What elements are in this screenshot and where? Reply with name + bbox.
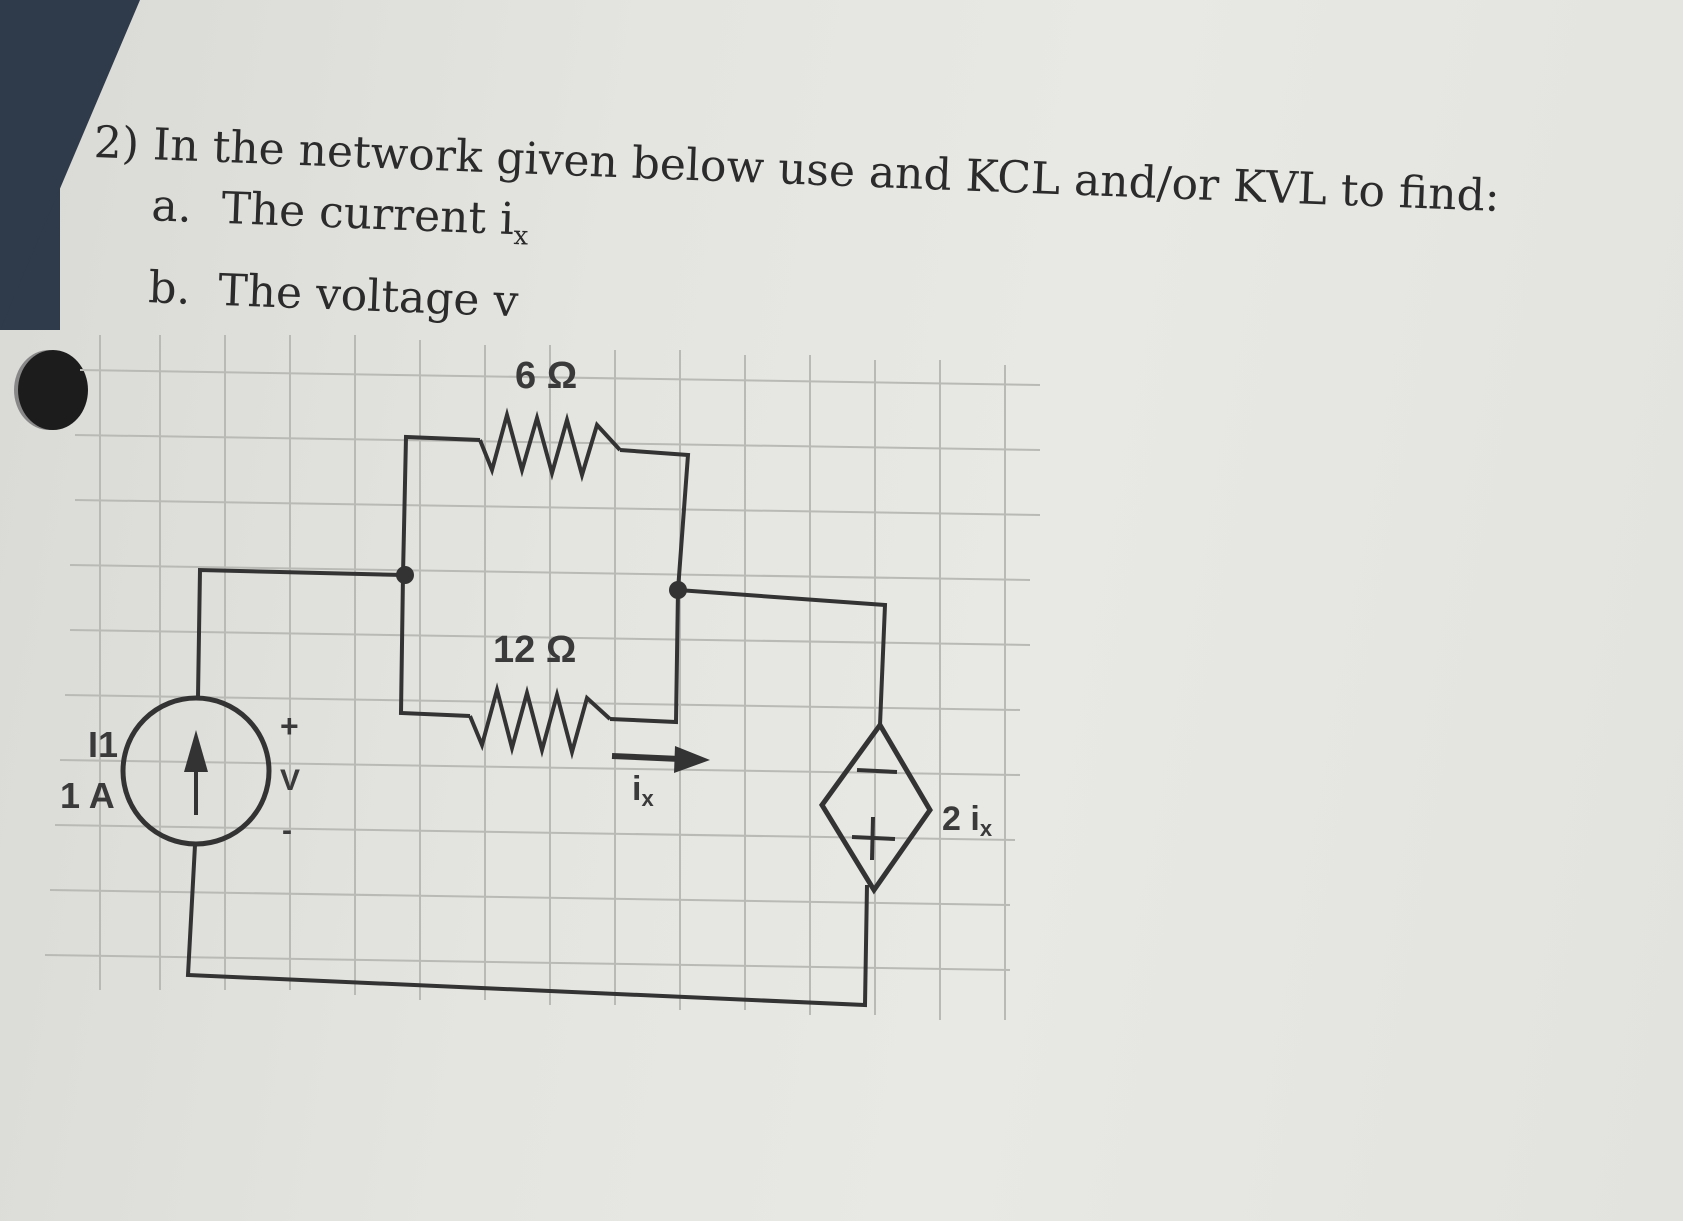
ix-label: ix: [632, 770, 654, 811]
dark-background-edge: [0, 0, 140, 330]
current-source: [120, 695, 272, 847]
dependent-source-label: 2 ix: [942, 800, 993, 841]
source-name: I1: [88, 724, 118, 765]
node-right: [669, 581, 687, 599]
plus-sign-v: [870, 816, 875, 861]
binder-hole: [18, 350, 88, 430]
arrow-right-icon: [674, 746, 710, 773]
wires: [185, 434, 888, 1008]
dependent-voltage-source: [818, 720, 933, 895]
resistor-6-ohm: [478, 407, 622, 483]
resistor-12-ohm: [468, 682, 612, 760]
voltage-minus: -: [282, 814, 292, 847]
source-value: 1 A: [60, 775, 115, 816]
voltage-label: V: [280, 764, 300, 797]
node-left: [396, 566, 414, 584]
current-arrow: [611, 746, 710, 773]
grid: [44, 335, 1041, 1020]
arrow-up-icon: [184, 730, 208, 772]
resistor-12-label: 12 Ω: [493, 629, 576, 671]
voltage-plus: +: [280, 708, 299, 744]
resistor-6-label: 6 Ω: [515, 355, 577, 397]
minus-sign: [856, 768, 898, 774]
